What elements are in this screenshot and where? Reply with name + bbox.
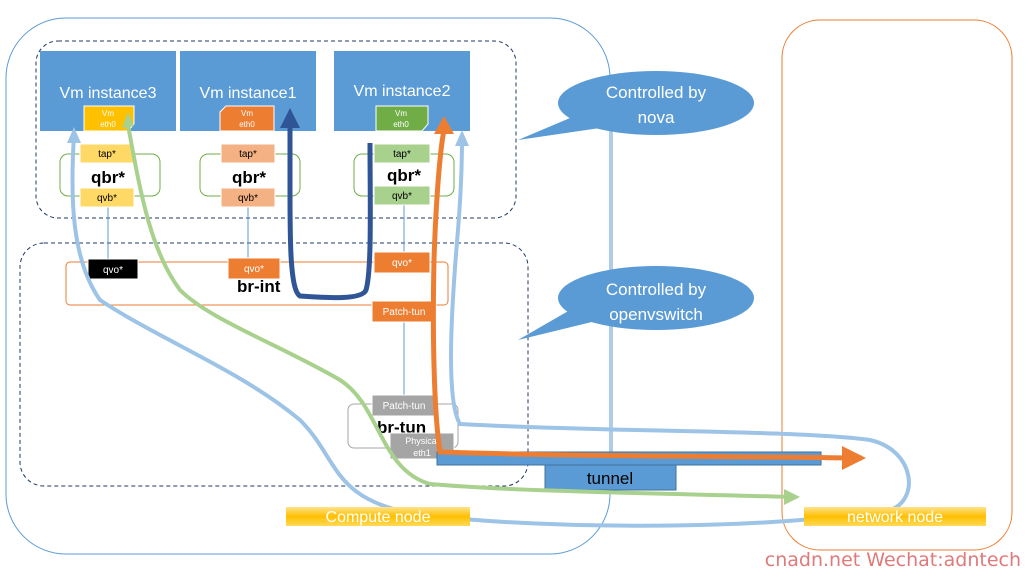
path-vm3-green: [126, 124, 791, 499]
svg-text:Patch-tun: Patch-tun: [383, 401, 426, 412]
svg-text:tap*: tap*: [393, 149, 411, 160]
br-int-label: br-int: [237, 277, 281, 296]
arrow-blue-head: [455, 130, 469, 146]
vm-instance1-title: Vm instance1: [200, 85, 297, 102]
svg-text:Vm: Vm: [241, 109, 253, 118]
vm2-qvb-port[interactable]: qvb*: [373, 185, 431, 206]
svg-text:eth0: eth0: [239, 120, 255, 129]
svg-text:openvswitch: openvswitch: [609, 305, 703, 324]
arrow-orange-head-up: [434, 116, 454, 134]
vm3-eth0[interactable]: Vm eth0: [83, 105, 135, 132]
compute-node-badge: Compute node: [286, 507, 470, 526]
qvo-port-vm1[interactable]: qvo*: [227, 257, 281, 280]
vm3-tap-port[interactable]: tap*: [79, 143, 135, 164]
tunnel-box: tunnel: [544, 464, 677, 491]
svg-text:eth0: eth0: [100, 120, 116, 129]
svg-text:qvo*: qvo*: [103, 265, 123, 276]
arrow-darkblue-head: [280, 108, 300, 128]
svg-text:nova: nova: [638, 108, 675, 127]
vm3-qbr-label: qbr*: [91, 168, 125, 187]
patch-tun-tun-port[interactable]: Patch-tun: [371, 394, 437, 417]
svg-text:tap*: tap*: [239, 149, 257, 160]
network-node-badge: network node: [804, 507, 986, 526]
svg-text:qvb*: qvb*: [238, 193, 258, 204]
path-vm2-orange: [430, 129, 863, 461]
svg-text:tap*: tap*: [98, 149, 116, 160]
network-node-container: [781, 19, 1013, 551]
vm2-qbr-label: qbr*: [387, 166, 421, 185]
compute-node-label: Compute node: [326, 509, 431, 526]
vm-instance2-title: Vm instance2: [354, 83, 451, 100]
path-loop-blue: [70, 134, 911, 528]
svg-text:qvo*: qvo*: [392, 258, 412, 269]
svg-text:qvo*: qvo*: [244, 264, 264, 275]
svg-text:qvb*: qvb*: [392, 191, 412, 202]
vm1-qvb-port[interactable]: qvb*: [220, 187, 276, 208]
network-node-label: network node: [847, 509, 943, 526]
vm3-qvb-port[interactable]: qvb*: [79, 187, 135, 208]
svg-text:Controlled by: Controlled by: [606, 83, 707, 102]
callout-openvswitch: Controlled by openvswitch: [518, 266, 754, 340]
vm-instance3-title: Vm instance3: [60, 85, 157, 102]
svg-text:Vm: Vm: [102, 109, 114, 118]
qvo-port-vm3[interactable]: qvo*: [87, 258, 139, 280]
ovs-region: [19, 242, 529, 487]
path-vm2-vm1-darkblue: [287, 125, 373, 301]
arrow-blue-tail: [67, 127, 81, 143]
callout-nova: Controlled by nova: [518, 71, 754, 140]
nova-region: [35, 40, 517, 219]
vm1-tap-port[interactable]: tap*: [220, 143, 276, 164]
arrow-green-tail: [122, 112, 134, 128]
svg-text:eth0: eth0: [393, 120, 409, 129]
vm1-eth0[interactable]: Vm eth0: [219, 105, 275, 132]
br-tun-label: br-tun: [377, 418, 426, 437]
svg-text:qvb*: qvb*: [97, 193, 117, 204]
vm2-tap-port[interactable]: tap*: [373, 143, 431, 164]
svg-text:eth1: eth1: [413, 448, 431, 458]
watermark: cnadn.net Wechat:adntech: [764, 549, 1021, 571]
svg-text:Controlled by: Controlled by: [606, 280, 707, 299]
arrow-orange-head-right: [842, 446, 866, 470]
svg-text:Physical: Physical: [405, 436, 439, 446]
arrow-green-head: [784, 489, 800, 505]
qvo-port-vm2[interactable]: qvo*: [373, 251, 431, 274]
svg-text:Vm: Vm: [395, 109, 407, 118]
vm2-eth0[interactable]: Vm eth0: [375, 105, 429, 132]
svg-text:Patch-tun: Patch-tun: [383, 307, 426, 318]
vm1-qbr-label: qbr*: [232, 168, 266, 187]
patch-tun-int-port[interactable]: Patch-tun: [371, 300, 437, 323]
tunnel-label: tunnel: [587, 469, 633, 488]
